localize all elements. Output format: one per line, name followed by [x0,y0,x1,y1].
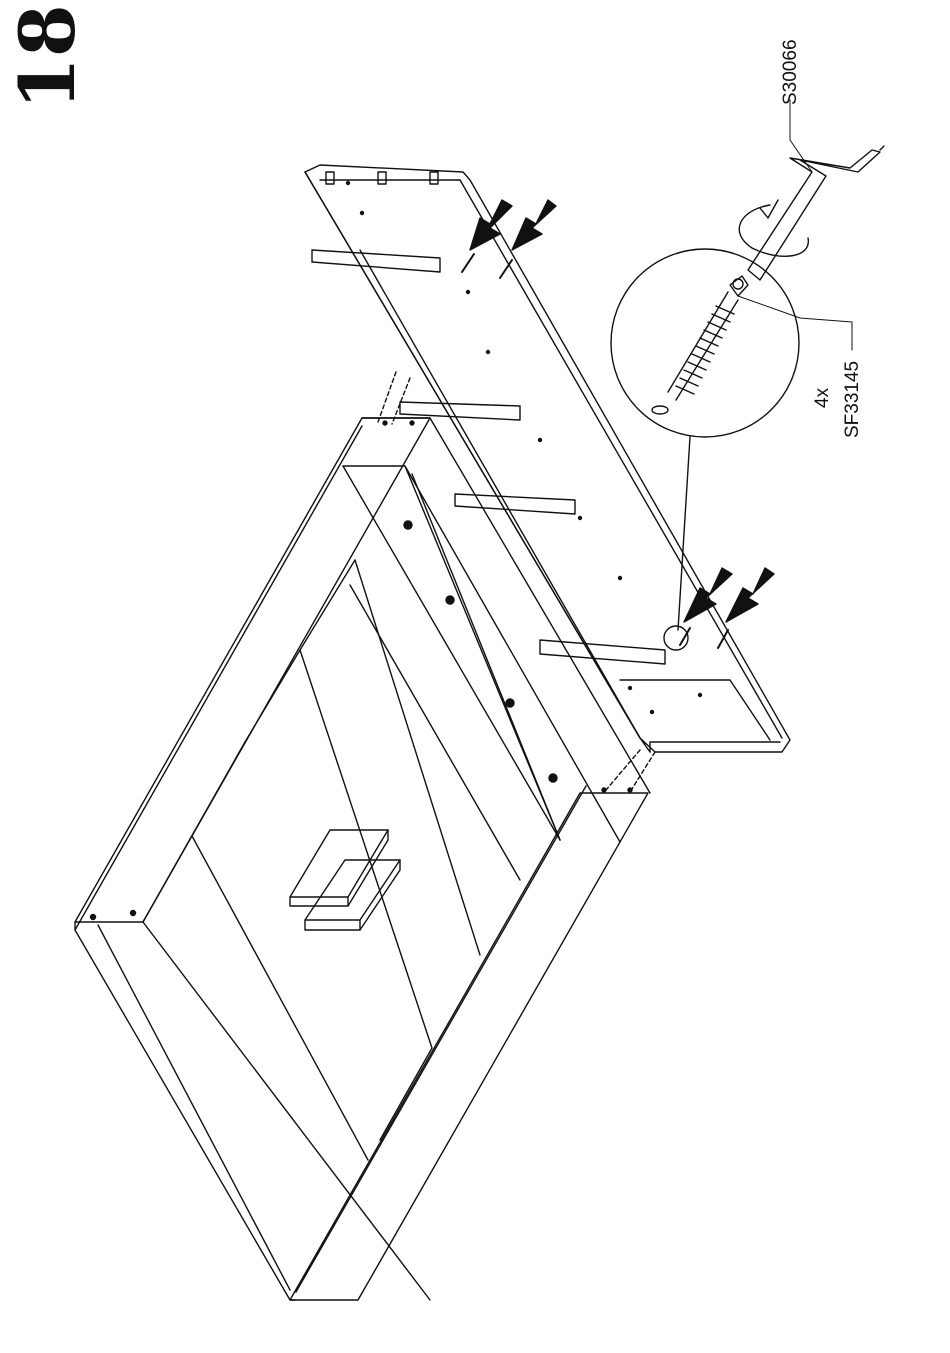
allen-key-icon [748,100,884,280]
push-arrow-icon [470,200,774,622]
bed-frame [75,418,650,1300]
rotate-arrow-icon [739,200,808,256]
screw-icon [462,254,728,648]
side-board [305,165,790,792]
support-blocks [290,830,400,930]
screw-icon [652,276,852,414]
